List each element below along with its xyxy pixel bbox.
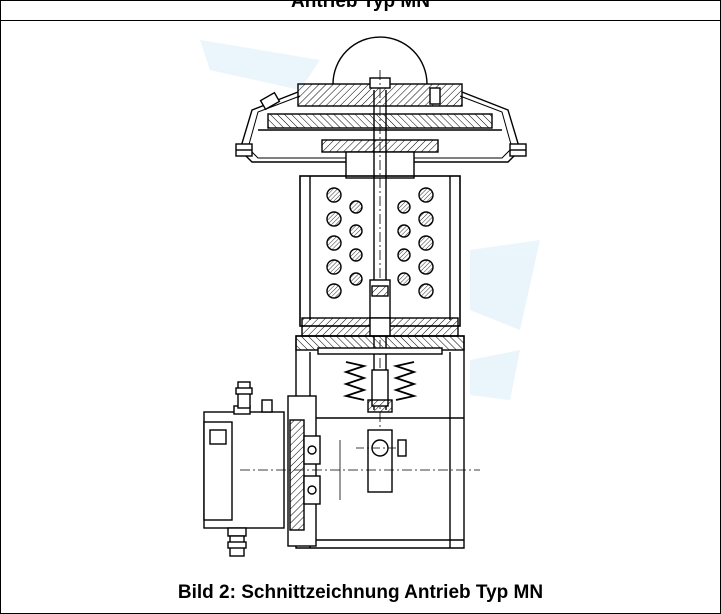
- bearing-assembly: [287, 395, 321, 547]
- bellows-seal: [342, 361, 418, 401]
- positioner-housing: [203, 381, 285, 557]
- left-flange-bolt: [235, 143, 253, 157]
- watermark: [200, 40, 540, 400]
- heading-divider: [0, 20, 721, 21]
- spring-coil-section-left: [326, 187, 363, 299]
- right-flange-bolt: [509, 143, 527, 157]
- top-dome-cap: [332, 36, 428, 85]
- spring-coil-section-right: [397, 187, 434, 299]
- vent-fitting: [259, 91, 281, 111]
- coupling-eye: [356, 429, 407, 493]
- figure-caption: Bild 2: Schnittzeichnung Antrieb Typ MN: [177, 582, 544, 603]
- top-heading-strip: Antrieb Typ MN: [0, 0, 721, 22]
- top-heading: Antrieb Typ MN: [291, 0, 430, 12]
